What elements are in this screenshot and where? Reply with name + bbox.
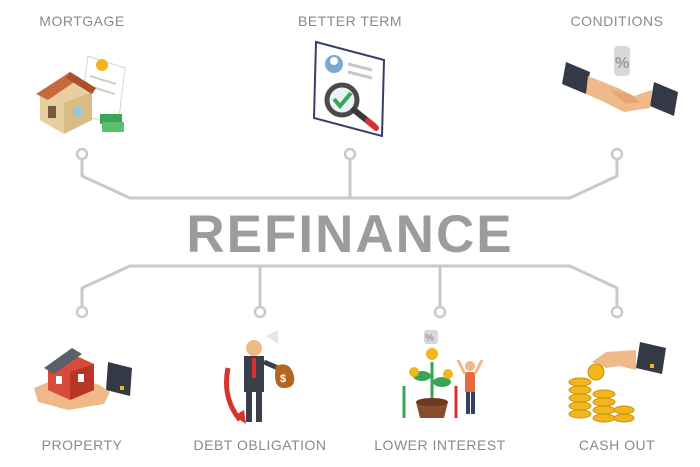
connector-cash-out bbox=[568, 264, 619, 312]
house-with-contract-icon bbox=[36, 55, 126, 134]
hand-holding-house-icon bbox=[34, 348, 132, 410]
connector-conditions bbox=[498, 154, 619, 200]
businessman-money-bag-icon: $ bbox=[224, 330, 295, 424]
node-property bbox=[75, 305, 89, 319]
diagram-title: REFINANCE bbox=[186, 205, 514, 264]
node-better-term bbox=[343, 147, 357, 161]
node-lower-interest bbox=[433, 305, 447, 319]
node-cash-out bbox=[610, 305, 624, 319]
node-conditions bbox=[610, 147, 624, 161]
connector-property bbox=[80, 264, 132, 312]
label-property: PROPERTY bbox=[41, 437, 123, 453]
svg-text:%: % bbox=[425, 333, 434, 344]
label-lower-interest: LOWER INTEREST bbox=[374, 437, 506, 453]
plant-coins-growth-icon: % bbox=[402, 330, 484, 418]
label-cash-out: CASH OUT bbox=[578, 437, 656, 453]
handshake-percent-icon: % bbox=[562, 46, 678, 116]
node-debt bbox=[253, 305, 267, 319]
connector-mortgage bbox=[80, 154, 202, 200]
node-mortgage bbox=[75, 147, 89, 161]
label-debt-obligation: DEBT OBLIGATION bbox=[193, 437, 327, 453]
label-better-term: BETTER TERM bbox=[297, 13, 403, 29]
svg-text:$: $ bbox=[280, 373, 286, 385]
label-mortgage: MORTGAGE bbox=[39, 13, 125, 29]
svg-text:%: % bbox=[615, 55, 629, 72]
label-conditions: CONDITIONS bbox=[570, 13, 664, 29]
document-magnifier-check-icon bbox=[312, 40, 386, 138]
hand-coin-stacks-icon bbox=[568, 342, 666, 423]
